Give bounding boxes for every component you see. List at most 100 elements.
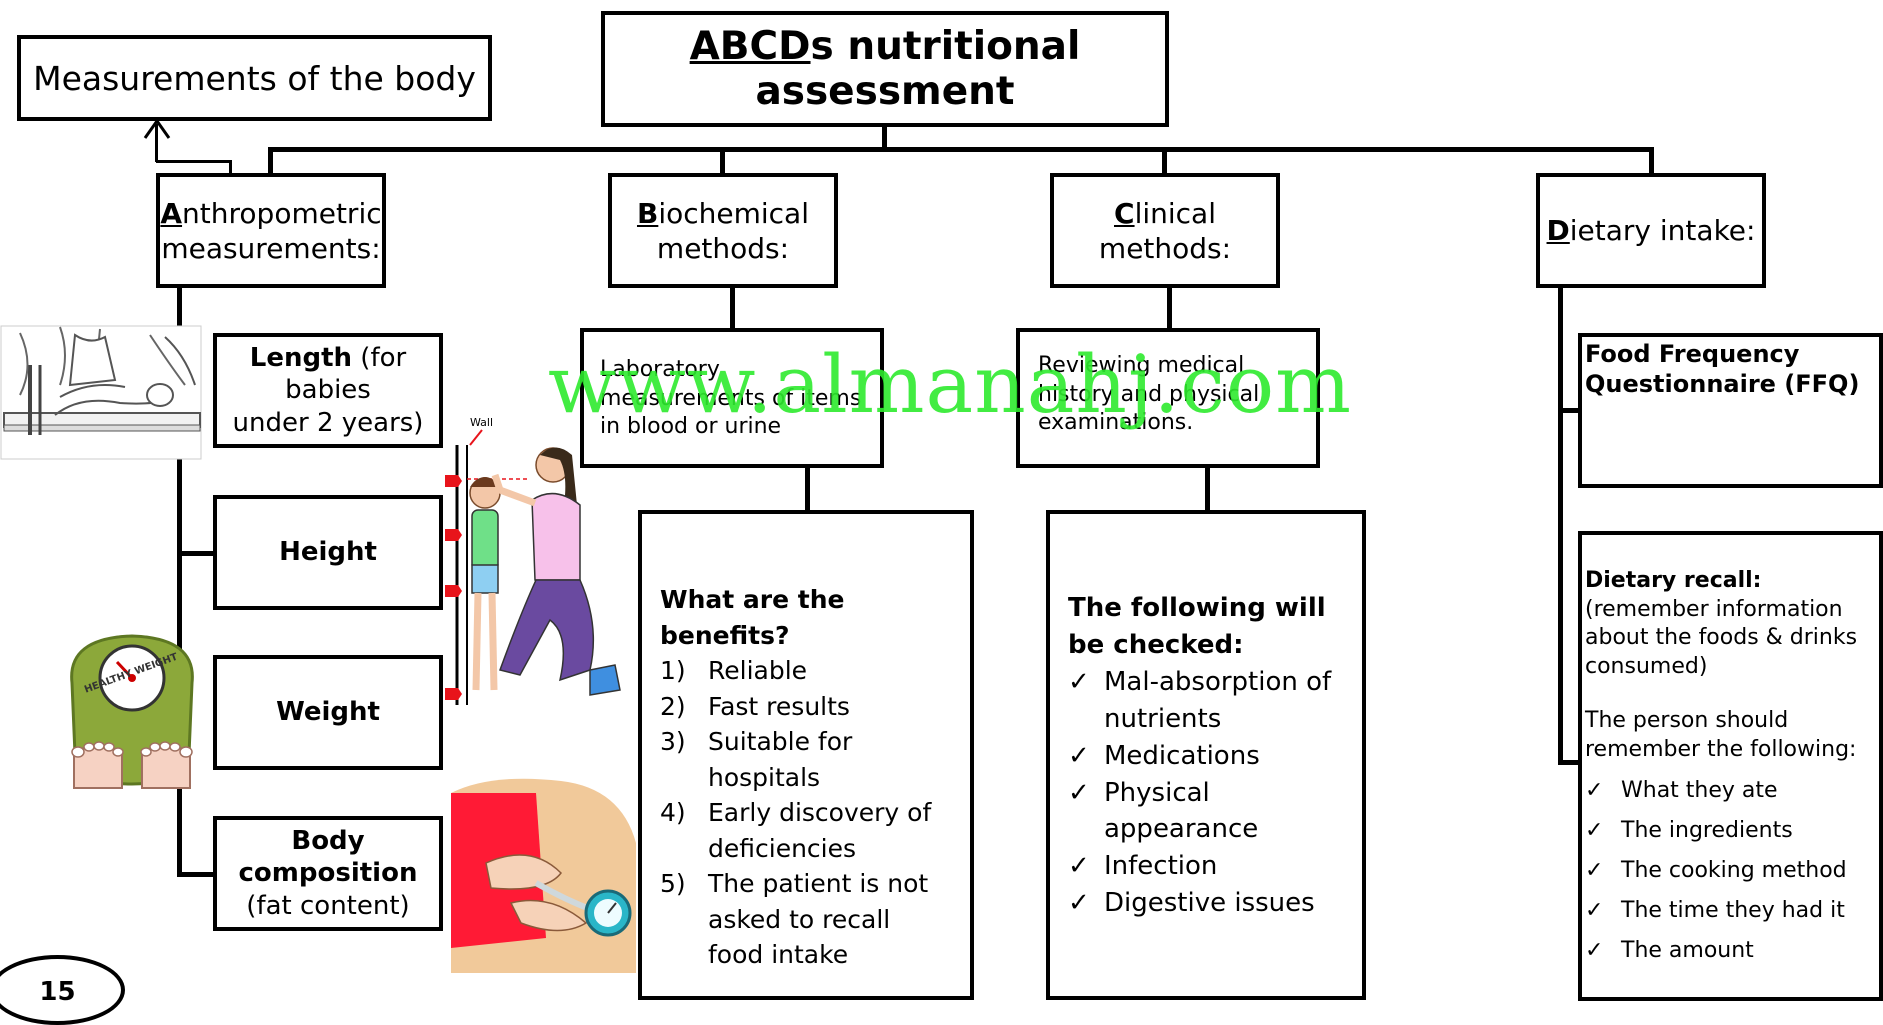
benefit-item: 2)Fast results: [660, 689, 952, 725]
title-text: ABCDs nutritional assessment: [605, 24, 1165, 114]
page-title: ABCDs nutritional assessment: [601, 11, 1169, 127]
diet-tick-recall: [1558, 760, 1580, 765]
checkmark-icon: ✓: [1068, 851, 1090, 882]
body-composition-label: Body composition: [238, 825, 418, 889]
weight-label: Weight: [276, 697, 380, 728]
checked-item: ✓ Mal-absorption of nutrients: [1068, 664, 1344, 738]
checked-list: ✓ Mal-absorption of nutrients ✓ Medications…: [1068, 664, 1344, 922]
remember-item: ✓ What they ate: [1585, 771, 1879, 811]
benefit-item: 4) Early discovery of deficiencies: [660, 795, 952, 866]
remember-item-text: The time they had it: [1621, 897, 1845, 923]
benefit-item: 3) Suitable for hospitals: [660, 724, 952, 795]
length-note: (for babies: [285, 342, 407, 406]
benefit-number: 3): [660, 727, 686, 756]
caliper-illustration: [451, 778, 636, 973]
wall-label: Wall: [470, 416, 493, 429]
checked-item: ✓Physical appearance: [1068, 775, 1344, 849]
diet-recall-box: Dietary recall: (remember information ab…: [1578, 531, 1883, 1001]
category-label: linical methods:: [1098, 196, 1232, 265]
bio-description-box: Laboratory measurements of items in bloo…: [580, 328, 884, 468]
checkmark-icon: ✓: [1585, 897, 1604, 923]
category-letter: D: [1546, 214, 1570, 247]
benefit-number: 1): [660, 656, 686, 685]
checked-title: The following will be checked:: [1068, 593, 1326, 660]
benefit-number: 5): [660, 869, 686, 898]
checkmark-icon: ✓: [1585, 777, 1604, 803]
checked-item: ✓Digestive issues: [1068, 885, 1344, 922]
checked-item-text: Medications: [1104, 740, 1260, 771]
side-note-box: Measurements of the body: [17, 35, 492, 121]
checked-item-text: Infection: [1104, 851, 1218, 882]
category-clinical: Clinical methods:: [1050, 173, 1280, 288]
body-composition-note: (fat content): [246, 890, 410, 921]
remember-item-text: The amount: [1621, 937, 1754, 963]
category-letter: C: [1114, 196, 1135, 230]
benefit-text: The patient is not asked to recall food …: [708, 869, 929, 969]
checkmark-icon: ✓: [1068, 888, 1090, 919]
remember-item-text: What they ate: [1621, 777, 1778, 803]
checkmark-icon: ✓: [1068, 740, 1090, 771]
anthro-tick-height: [177, 551, 217, 556]
category-label-line2: methods:: [656, 231, 790, 265]
checked-item: ✓ Medications: [1068, 738, 1344, 775]
recall-note: (remember information about the foods & …: [1585, 596, 1858, 679]
branch-d-drop: [1649, 147, 1654, 175]
checked-item: ✓ Infection: [1068, 848, 1344, 885]
side-note-connector-up: [155, 124, 158, 162]
side-note-connector: [229, 162, 232, 176]
title-rest: s nutritional assessment: [755, 24, 1081, 114]
remember-item-text: The ingredients: [1621, 817, 1793, 843]
ffq-label: Food Frequency Questionnaire (FFQ): [1585, 340, 1860, 398]
checked-item-text: Mal-absorption of nutrients: [1104, 666, 1332, 734]
clin-connector-1: [1167, 285, 1172, 330]
anthro-tick-body: [177, 872, 217, 877]
benefit-text: Suitable for hospitals: [708, 727, 853, 792]
top-branch-line: [268, 147, 1654, 152]
remember-intro: The person should remember the following…: [1585, 708, 1857, 762]
benefit-text: Early discovery of deficiencies: [708, 798, 932, 863]
title-abbr: ABCD: [689, 24, 811, 69]
branch-c-drop: [1162, 147, 1167, 175]
checkmark-icon: ✓: [1068, 666, 1090, 697]
remember-list: ✓What they ate✓The ingredients✓The cooki…: [1585, 771, 1879, 971]
bio-description: Laboratory measurements of items in bloo…: [600, 357, 862, 440]
clin-description: Reviewing medical history and physical e…: [1038, 353, 1260, 436]
length-note-line2: under 2 years): [232, 407, 424, 438]
scale-illustration: HEALTHY WEIGHT: [70, 634, 194, 789]
category-letter: A: [160, 196, 183, 230]
category-label: iochemical: [658, 196, 809, 230]
side-note-connector-h: [156, 160, 232, 163]
remember-item-text: The cooking method: [1621, 857, 1847, 883]
benefit-number: 4): [660, 798, 686, 827]
bio-connector-2: [805, 465, 810, 510]
diet-tick-ffq: [1558, 408, 1580, 413]
recall-label: Dietary recall:: [1585, 568, 1762, 593]
height-measuring-illustration: Wall: [445, 416, 621, 705]
category-label: nthropometric: [182, 196, 382, 230]
bio-connector-1: [730, 285, 735, 330]
anthro-body-box: Body composition (fat content): [213, 816, 443, 931]
arrowhead-icon: [143, 118, 171, 139]
branch-a-drop: [268, 147, 273, 175]
height-label: Height: [279, 537, 377, 568]
diet-ffq-box: Food Frequency Questionnaire (FFQ): [1578, 333, 1883, 488]
clin-description-box: Reviewing medical history and physical e…: [1016, 328, 1320, 468]
category-dietary: Dietary intake:: [1536, 173, 1766, 288]
recall-text: Dietary recall: (remember information ab…: [1585, 567, 1879, 681]
length-label: Length: [249, 342, 353, 373]
clin-connector-2: [1205, 465, 1210, 510]
checked-item-text: Physical appearance: [1104, 777, 1259, 845]
category-biochemical: Biochemical methods:: [608, 173, 838, 288]
checkmark-icon: ✓: [1585, 817, 1604, 843]
benefit-number: 2): [660, 691, 686, 721]
category-label-line2: measurements:: [161, 231, 381, 265]
baby-measuring-illustration: [0, 325, 202, 460]
benefit-item: 1)Reliable: [660, 653, 952, 689]
anthro-spine: [177, 285, 182, 877]
category-letter: B: [636, 196, 659, 230]
diet-spine: [1558, 285, 1563, 765]
anthro-weight-box: Weight: [213, 655, 443, 770]
remember-item: ✓The cooking method: [1585, 851, 1879, 891]
